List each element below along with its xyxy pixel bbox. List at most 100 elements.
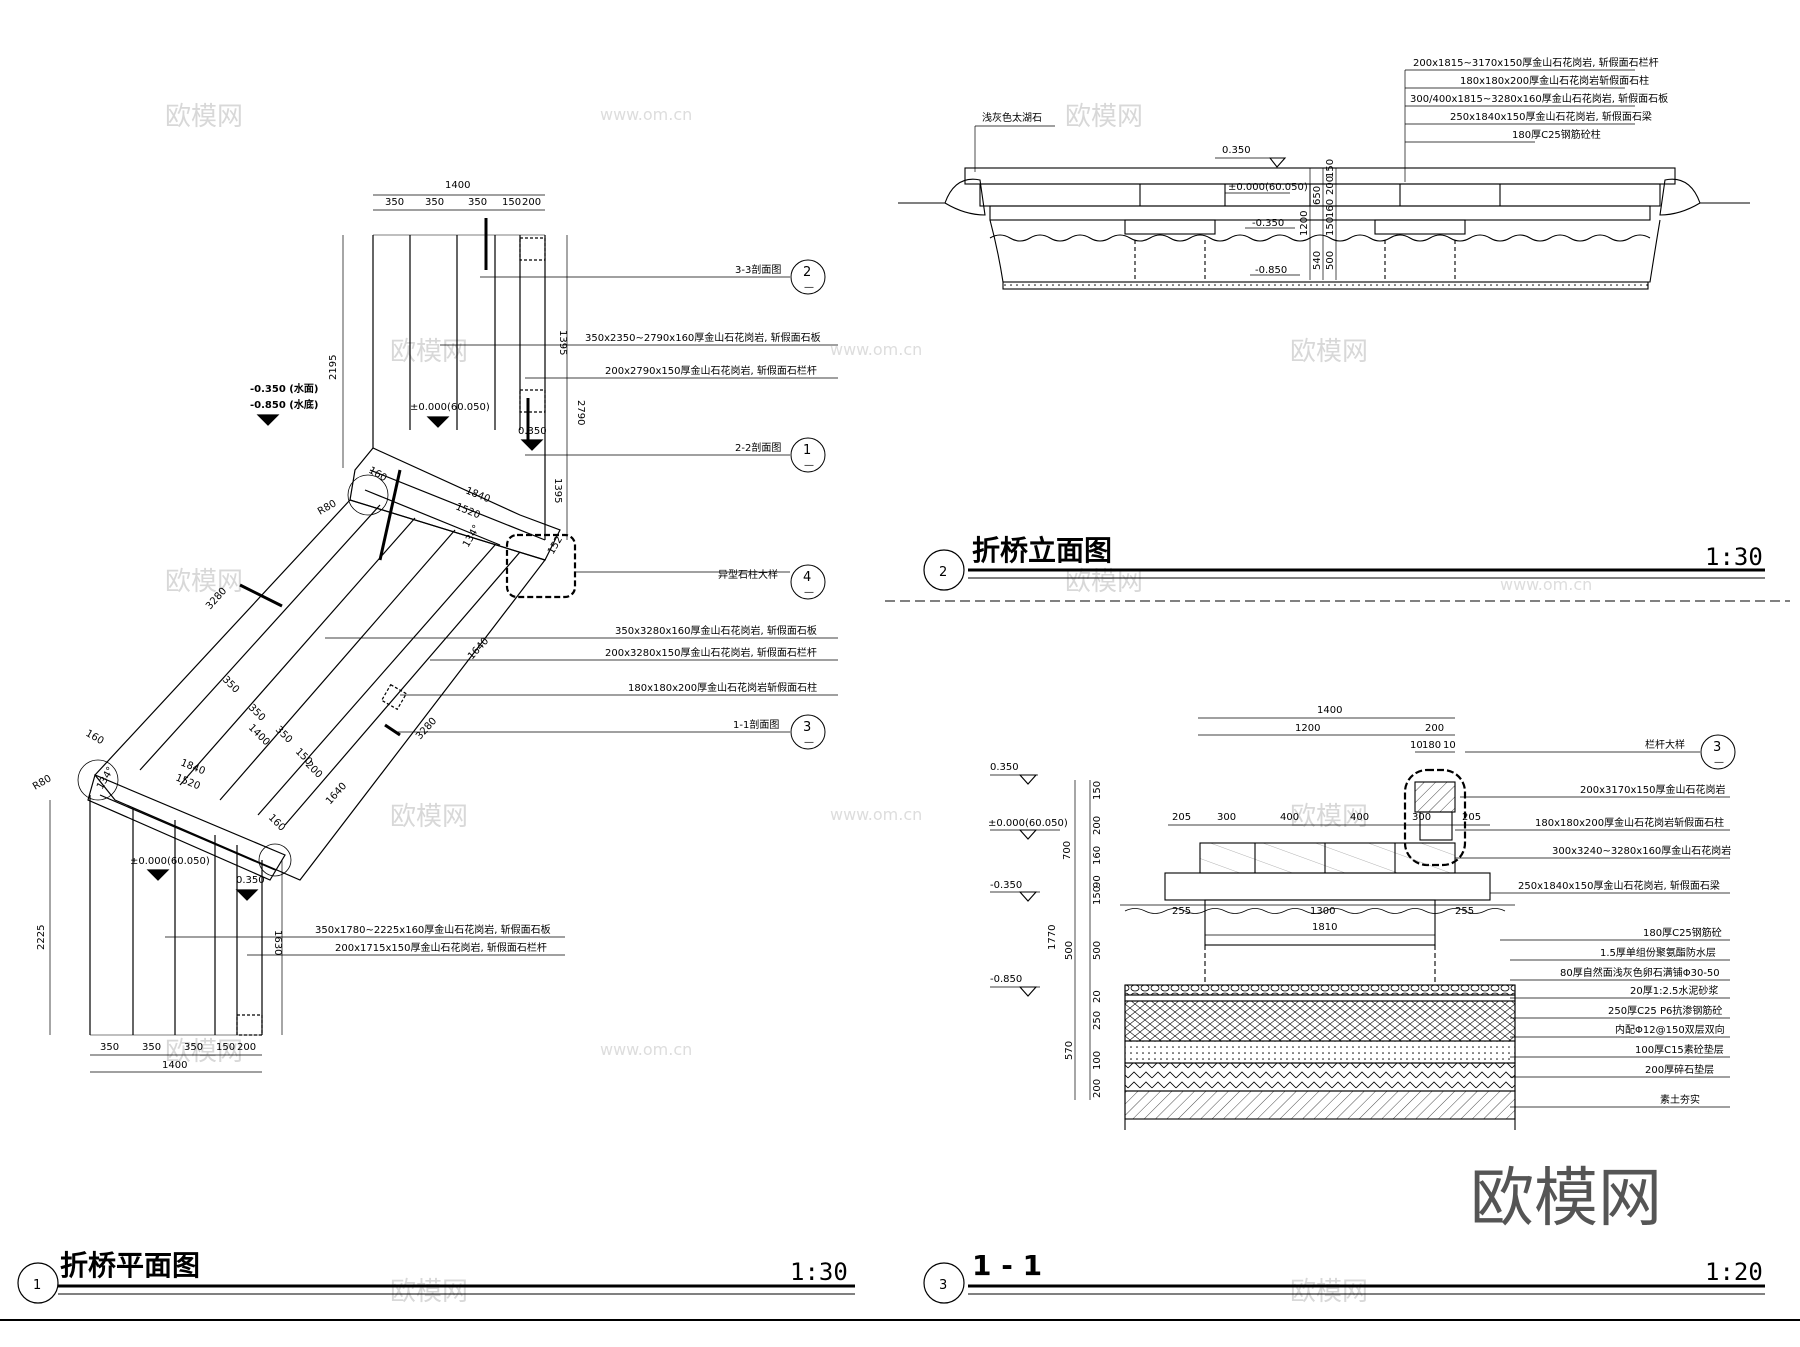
- dim-v: 700: [1062, 841, 1073, 860]
- plan-scale: 1:30: [790, 1258, 848, 1286]
- dim-top-2: 350: [425, 197, 444, 208]
- level-label: ±0.000(60.050): [410, 402, 490, 413]
- callout-number: 3: [803, 720, 811, 735]
- dim-v: 200: [1325, 176, 1336, 195]
- section-scale: 1:20: [1705, 1258, 1763, 1286]
- dim-b: 200: [1425, 723, 1444, 734]
- plan-title: 折桥平面图: [60, 1249, 200, 1282]
- corner-logo: 欧模网: [1470, 1162, 1662, 1236]
- dim-row: 300: [1412, 812, 1431, 823]
- callout-text: 1-1剖面图: [733, 718, 779, 731]
- callout-text: 250x1840x150厚金山石花岗岩, 斩假面石梁: [1518, 879, 1720, 892]
- callout-text: 350x3280x160厚金山石花岗岩, 斩假面石板: [615, 624, 817, 637]
- dim-v-2790: 2790: [575, 400, 586, 425]
- level-label: -0.350: [990, 880, 1022, 891]
- watermark: 欧模网: [1065, 102, 1143, 132]
- callout-text: 20厚1:2.5水泥砂浆: [1630, 984, 1718, 997]
- callout-sub: —: [804, 587, 814, 598]
- dim-v-1395a: 1395: [557, 330, 568, 355]
- dim-lower: 255: [1172, 906, 1191, 917]
- level-label: -0.850: [1255, 265, 1287, 276]
- dim-bottom-5: 200: [237, 1042, 256, 1053]
- dim-row: 205: [1172, 812, 1191, 823]
- dim-c: 10: [1410, 740, 1423, 751]
- watermark-url: www.om.cn: [830, 340, 922, 359]
- level-label: ±0.000(60.050): [988, 818, 1068, 829]
- callout-text: 100厚C15素砼垫层: [1635, 1043, 1724, 1056]
- dim-diag: 152: [546, 534, 565, 556]
- callout-text: 素土夯实: [1660, 1093, 1700, 1106]
- callout-text: 250x1840x150厚金山石花岗岩, 斩假面石梁: [1450, 110, 1652, 123]
- level-label: -0.350: [1252, 218, 1284, 229]
- dim-top-1: 350: [385, 197, 404, 208]
- dim-v: 500: [1064, 941, 1075, 960]
- dim-total: 1400: [1317, 705, 1342, 716]
- callout-number: 4: [803, 570, 811, 585]
- drawing-number: 3: [939, 1278, 947, 1293]
- drawing-number: 1: [33, 1278, 41, 1293]
- watermark: 欧模网: [165, 1037, 243, 1067]
- dim-diag: 1640: [466, 636, 491, 662]
- callout-number: 3: [1713, 740, 1721, 755]
- watermark: 欧模网: [165, 102, 243, 132]
- dim-v: 150: [1325, 217, 1336, 236]
- dim-v: 150: [1092, 886, 1103, 905]
- dim-row: 400: [1280, 812, 1299, 823]
- dim-d: 180: [1422, 740, 1441, 751]
- callout-text: 200x1815~3170x150厚金山石花岗岩, 斩假面石栏杆: [1413, 56, 1659, 69]
- dim-v-1630: 1630: [272, 930, 283, 955]
- dim-v: 150: [1325, 159, 1336, 178]
- dim-diag: 1640: [324, 781, 349, 807]
- dim-top-3: 350: [468, 197, 487, 208]
- callout-text: 180厚C25钢筋砼柱: [1512, 128, 1601, 141]
- section-title: 1 - 1: [972, 1249, 1042, 1282]
- watermark: 欧模网: [390, 802, 468, 832]
- callout-text: 180厚C25钢筋砼: [1643, 926, 1722, 939]
- dim-v: 650: [1312, 186, 1323, 205]
- dim-v: 150: [1092, 781, 1103, 800]
- dim-top-4: 150: [502, 197, 521, 208]
- watermark: 欧模网: [390, 1277, 468, 1307]
- callout-text: 180x180x200厚金山石花岗岩斩假面石柱: [1460, 74, 1649, 87]
- dim-lower-total: 1810: [1312, 922, 1337, 933]
- level-label: 0.350: [236, 875, 265, 886]
- dim-v: 90: [1092, 875, 1103, 888]
- dim-v: 200: [1092, 816, 1103, 835]
- level-label: -0.350 (水面): [250, 382, 318, 395]
- callout-number: 2: [803, 265, 811, 280]
- callout-text: 2-2剖面图: [735, 441, 781, 454]
- dim-v: 250: [1092, 1011, 1103, 1030]
- dim-v: 500: [1092, 941, 1103, 960]
- elevation-title-block: 2 折桥立面图 1:30: [923, 534, 1765, 591]
- dim-diag: 1520: [454, 502, 482, 522]
- watermark: 欧模网: [165, 567, 243, 597]
- callout-text: 350x2350~2790x160厚金山石花岗岩, 斩假面石板: [585, 331, 821, 344]
- callout-text: 1.5厚单组份聚氨酯防水层: [1600, 946, 1716, 959]
- callout-text: 栏杆大样: [1645, 738, 1685, 751]
- callout-sub: —: [804, 282, 814, 293]
- radius-label: R80: [316, 498, 339, 517]
- callout-text: 80厚自然面浅灰色卵石满铺Φ30-50: [1560, 966, 1720, 979]
- callout-text: 200x3170x150厚金山石花岗岩: [1580, 783, 1725, 796]
- dim-top-5: 200: [522, 197, 541, 208]
- callout-number: 1: [803, 443, 811, 458]
- level-label: -0.850 (水底): [250, 398, 318, 411]
- watermark: 欧模网: [1290, 802, 1368, 832]
- callout-sub: —: [804, 737, 814, 748]
- section-title-block: 3 1 - 1 1:20: [923, 1249, 1765, 1304]
- watermark: 欧模网: [1290, 1277, 1368, 1307]
- callout-text: 180x180x200厚金山石花岗岩斩假面石柱: [628, 681, 817, 694]
- callout-text: 200x2790x150厚金山石花岗岩, 斩假面石栏杆: [605, 364, 817, 377]
- dim-row: 205: [1462, 812, 1481, 823]
- dim-bottom-2: 350: [142, 1042, 161, 1053]
- radius-label: R80: [31, 773, 54, 792]
- callout-sub: —: [1714, 757, 1724, 768]
- watermark: 欧模网: [1290, 337, 1368, 367]
- dim-total-top: 1400: [445, 180, 470, 191]
- level-label: 0.350: [990, 762, 1019, 773]
- dim-e: 10: [1443, 740, 1456, 751]
- level-label: -0.850: [990, 974, 1022, 985]
- section-drawing: [990, 717, 1736, 1130]
- callout-text: 200x1715x150厚金山石花岗岩, 斩假面石栏杆: [335, 941, 547, 954]
- dim-v: 1770: [1047, 925, 1058, 950]
